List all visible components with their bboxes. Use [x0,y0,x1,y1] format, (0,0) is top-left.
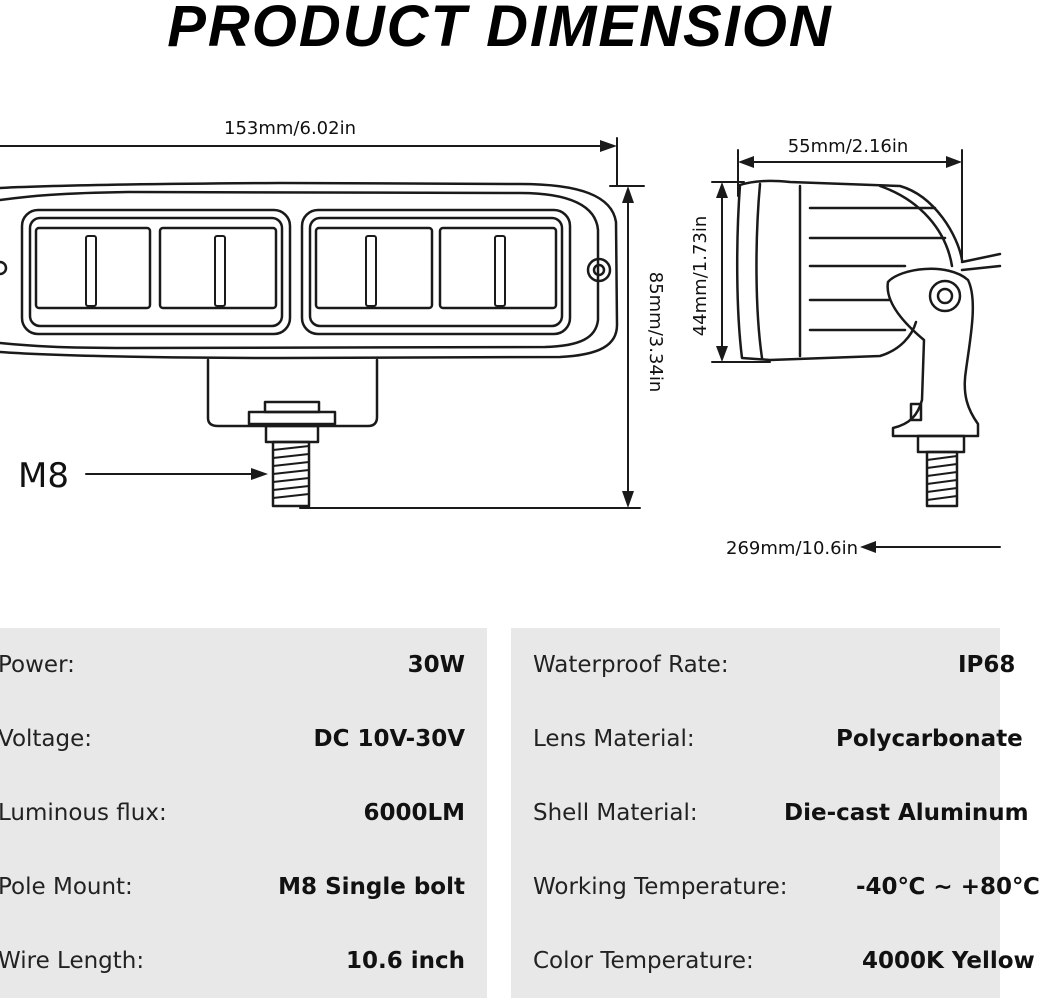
dimension-diagram: 153mm/6.02in 85mm/3.34in 55mm/2.16in 44m… [0,118,1002,559]
spec-value: 30W [407,652,465,678]
spec-label: Working Temperature: [533,874,788,900]
spec-value: -40℃ ~ +80℃ [856,874,1040,900]
bolt-size-label: M8 [18,456,69,496]
spec-label: Waterproof Rate: [533,652,729,678]
spec-row: Luminous flux: 6000LM [0,776,487,850]
spec-row: Wire Length: 10.6 inch [0,924,487,998]
spec-row: Waterproof Rate: IP68 [511,628,1015,702]
spec-row: Power: 30W [0,628,487,702]
front-view-light [0,181,619,508]
spec-value: M8 Single bolt [278,874,465,900]
spec-value: IP68 [958,652,1016,678]
page-title: PRODUCT DIMENSION [167,0,833,59]
spec-row: Voltage: DC 10V-30V [0,702,487,776]
spec-value: Die-cast Aluminum [784,800,1029,826]
spec-label: Shell Material: [533,800,698,826]
side-view-light [735,179,1002,508]
height-label: 85mm/3.34in [645,272,666,393]
spec-row: Pole Mount: M8 Single bolt [0,850,487,924]
spec-label: Wire Length: [0,948,145,974]
spec-label: Pole Mount: [0,874,133,900]
spec-label: Luminous flux: [0,800,167,826]
spec-label: Power: [0,652,75,678]
spec-row: Working Temperature: -40℃ ~ +80℃ [511,850,1040,924]
wire-length-label: 269mm/10.6in [726,538,858,559]
spec-label: Voltage: [0,726,93,752]
dimension-lines [0,137,1001,548]
spec-value: 4000K Yellow [862,948,1035,974]
width-label: 153mm/6.02in [224,118,356,139]
spec-row: Shell Material: Die-cast Aluminum [511,776,1029,850]
spec-value: 10.6 inch [345,948,465,974]
spec-value: DC 10V-30V [313,726,465,752]
depth-label: 55mm/2.16in [788,136,909,157]
arrowheads [251,140,962,553]
spec-row: Color Temperature: 4000K Yellow [511,924,1035,998]
spec-label: Lens Material: [533,726,695,752]
spec-label: Color Temperature: [533,948,754,974]
spec-row: Lens Material: Polycarbonate [511,702,1023,776]
spec-value: 6000LM [363,800,465,826]
side-height-label: 44mm/1.73in [690,216,711,337]
spec-value: Polycarbonate [836,726,1023,752]
